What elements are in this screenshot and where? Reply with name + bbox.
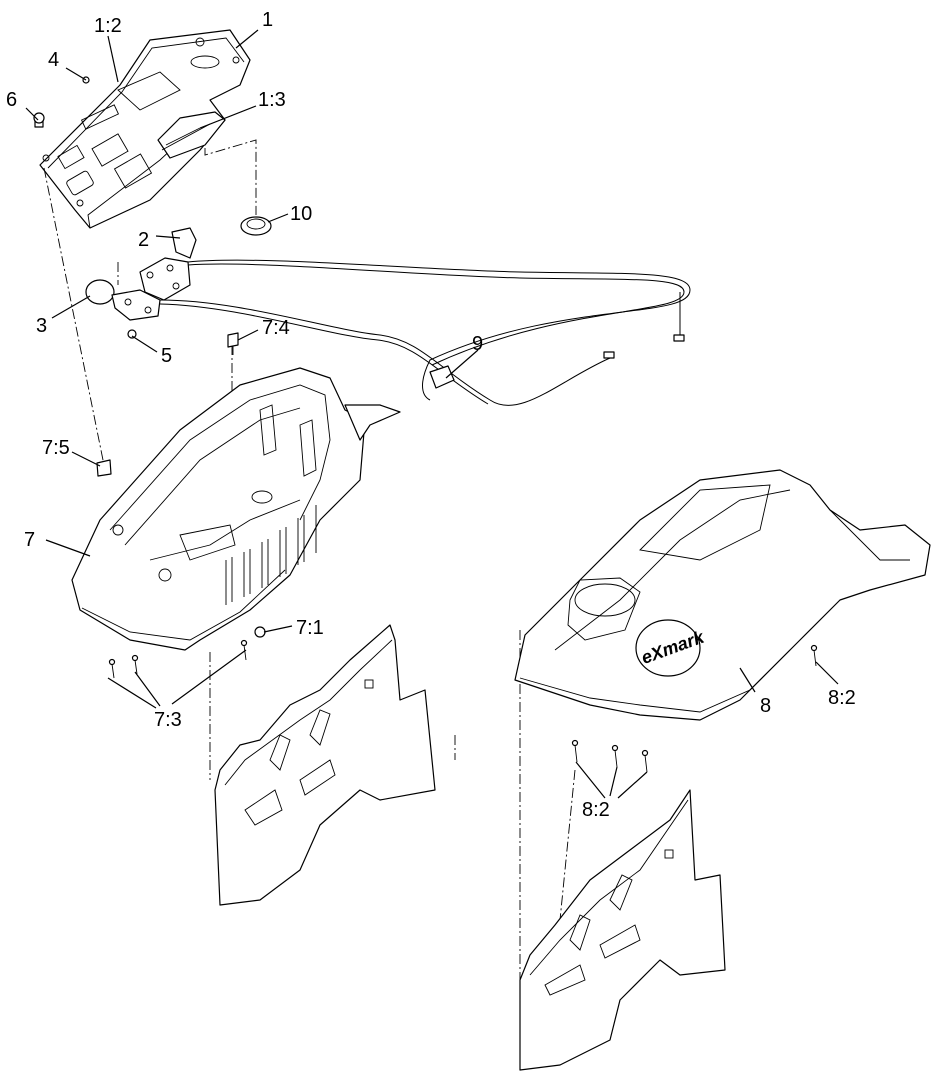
- callout-6: 6: [6, 89, 17, 111]
- callout-1: 1: [262, 9, 273, 31]
- sensor-part-3: [85, 279, 161, 321]
- switch-part-2: [139, 227, 197, 301]
- nut-part-7-1: [254, 626, 266, 638]
- callout-10: 10: [290, 203, 312, 225]
- grommet-part-10: [240, 216, 272, 236]
- callout-7-1: 7:1: [296, 617, 324, 639]
- callout-7-4: 7:4: [262, 317, 290, 339]
- control-panel-part-1: [39, 29, 251, 229]
- console-housing-part-7: [71, 367, 401, 651]
- clip-part-7-5: [96, 459, 112, 477]
- callout-9: 9: [472, 333, 483, 355]
- callout-1-3: 1:3: [258, 89, 286, 111]
- callout-4: 4: [48, 49, 59, 71]
- callout-8-2-bottom: 8:2: [582, 799, 610, 821]
- callout-7: 7: [24, 529, 35, 551]
- screws-part-7-3: [108, 639, 248, 679]
- callout-3: 3: [36, 315, 47, 337]
- callout-7-5: 7:5: [42, 437, 70, 459]
- nut-part-5: [127, 329, 137, 339]
- mounting-bracket-left: [214, 624, 436, 906]
- callout-8-2-right: 8:2: [828, 687, 856, 709]
- callout-5: 5: [161, 345, 172, 367]
- callout-7-3: 7:3: [154, 709, 182, 731]
- callout-8: 8: [760, 695, 771, 717]
- screw-part-6: [33, 112, 45, 128]
- callout-labels: 1 1:2 4 6 1:3 10 2 3 7:4 5 9 7:5 7 7:1 7…: [6, 9, 856, 821]
- callout-2: 2: [138, 229, 149, 251]
- console-housing-part-8: eXmark: [514, 469, 931, 721]
- wire-harness-part-9: [159, 259, 691, 406]
- leader-lines: [25, 29, 839, 799]
- mounting-bracket-right: [519, 789, 726, 1071]
- callout-1-2: 1:2: [94, 15, 122, 37]
- bolt-part-7-4: [227, 332, 239, 355]
- screws-part-8-2: [571, 644, 818, 773]
